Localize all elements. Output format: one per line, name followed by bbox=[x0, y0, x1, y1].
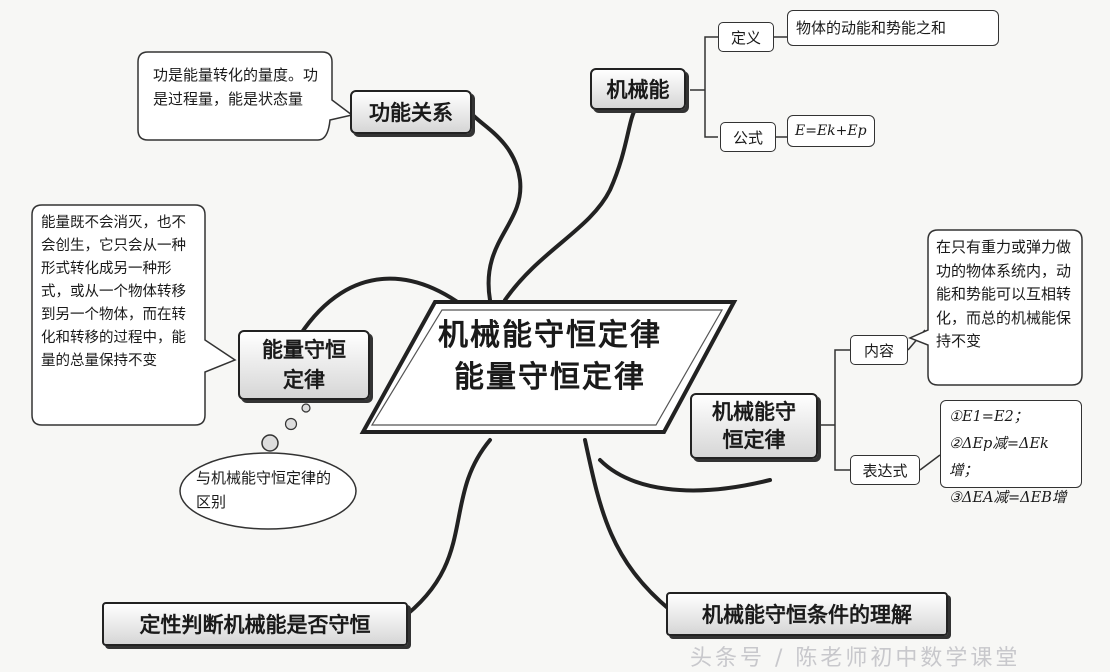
center-title: 机械能守恒定律 能量守恒定律 bbox=[400, 315, 700, 415]
node-def-label[interactable]: 定义 bbox=[718, 22, 774, 52]
node-jixieneng[interactable]: 机械能 bbox=[590, 68, 686, 110]
node-gongneng[interactable]: 功能关系 bbox=[350, 90, 472, 134]
node-dingxing[interactable]: 定性判断机械能是否守恒 bbox=[102, 602, 408, 646]
thought-bubble bbox=[179, 452, 357, 530]
thought-text: 与机械能守恒定律的区别 bbox=[196, 469, 332, 511]
node-formula: E=Ek+Ep bbox=[787, 115, 875, 147]
node-formula-label[interactable]: 公式 bbox=[720, 122, 776, 152]
link-jixieneng bbox=[503, 106, 638, 302]
center-title-line1: 机械能守恒定律 bbox=[438, 318, 662, 353]
node-expr-list: ①E1=E2； ②ΔEp减=ΔEk增； ③ΔEA减=ΔEB增 bbox=[940, 400, 1082, 506]
center-title-line2: 能量守恒定律 bbox=[454, 360, 646, 395]
note-content: 在只有重力或弹力做功的物体系统内，动能和势能可以互相转化，而总的机械能保持不变 bbox=[936, 238, 1072, 350]
thought-dot-medium bbox=[284, 417, 298, 431]
note-gongneng: 功是能量转化的量度。功是过程量，能是状态量 bbox=[153, 66, 319, 108]
thought-dot-small bbox=[301, 403, 311, 413]
center-parallelogram bbox=[359, 300, 738, 434]
note-nengliang: 能量既不会消灭，也不会创生，它只会从一种形式转化成另一种形式，或从一个物体转移到… bbox=[41, 215, 186, 369]
line-expr bbox=[919, 454, 941, 471]
link-shouheng bbox=[598, 458, 772, 493]
node-dingxing-label: 定性判断机械能是否守恒 bbox=[139, 613, 371, 637]
node-nengliang-label: 能量守恒定律 bbox=[262, 338, 346, 392]
bracket-shouheng bbox=[818, 349, 850, 471]
node-gongneng-label: 功能关系 bbox=[369, 101, 453, 125]
node-shouheng-label: 机械能守恒定律 bbox=[712, 400, 796, 452]
speech-bubble-gongneng bbox=[137, 51, 354, 141]
expr-item-2: ②ΔEp减=ΔEk增； bbox=[949, 436, 1049, 479]
node-jixieneng-label: 机械能 bbox=[606, 78, 670, 102]
thought-dot-large bbox=[261, 434, 279, 452]
link-gongneng bbox=[468, 110, 523, 302]
node-content-label[interactable]: 内容 bbox=[850, 335, 908, 365]
watermark: 头条号 / 陈老师初中数学课堂 bbox=[690, 646, 1021, 671]
bracket-jixieneng bbox=[690, 36, 718, 138]
node-shouheng[interactable]: 机械能守恒定律 bbox=[690, 393, 818, 459]
node-def-text: 物体的动能和势能之和 bbox=[787, 10, 999, 46]
node-nengliang[interactable]: 能量守恒定律 bbox=[238, 330, 370, 400]
expr-item-1: ①E1=E2； bbox=[949, 409, 1029, 425]
node-expr-label[interactable]: 表达式 bbox=[850, 455, 920, 485]
link-tiaojian bbox=[583, 438, 672, 612]
link-dingxing bbox=[398, 438, 492, 622]
speech-bubble-shouheng-content bbox=[908, 229, 1083, 386]
node-tiaojian[interactable]: 机械能守恒条件的理解 bbox=[666, 592, 948, 636]
center-parallelogram-inner bbox=[370, 309, 724, 426]
speech-bubble-nengliang bbox=[31, 204, 237, 426]
node-tiaojian-label: 机械能守恒条件的理解 bbox=[702, 603, 912, 627]
expr-item-3: ③ΔEA减=ΔEB增 bbox=[949, 490, 1067, 506]
